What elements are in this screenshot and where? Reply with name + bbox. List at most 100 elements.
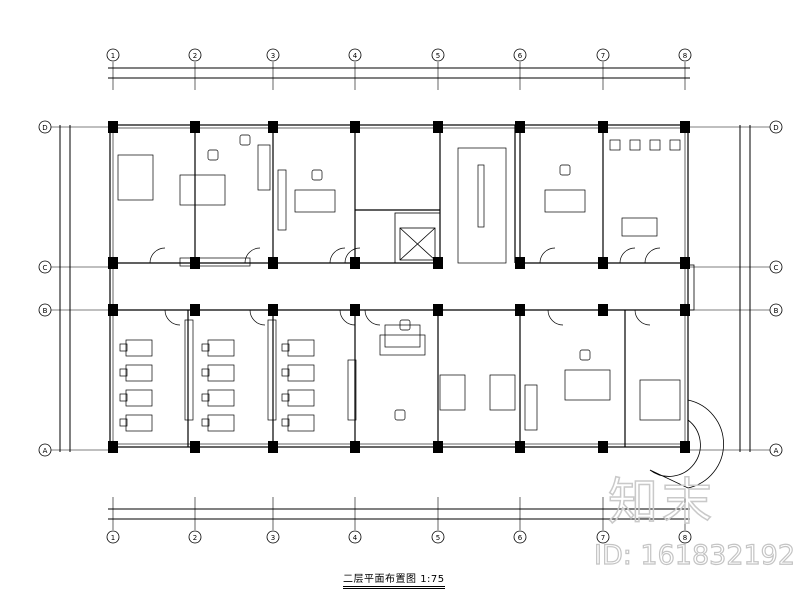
column bbox=[433, 441, 443, 453]
sofa bbox=[257, 144, 271, 191]
drawing-title: 二层平面布置图 1:75 bbox=[343, 570, 445, 589]
column bbox=[350, 304, 360, 316]
grid-label: 1 bbox=[111, 534, 115, 542]
chair bbox=[119, 368, 128, 377]
chair bbox=[201, 368, 210, 377]
grid-label: 4 bbox=[353, 534, 358, 542]
grid-lines bbox=[51, 62, 770, 530]
grid-bubble bbox=[678, 48, 692, 62]
grid-bubble bbox=[769, 120, 783, 134]
workstation bbox=[125, 339, 153, 357]
grid-bubble bbox=[769, 303, 783, 317]
furniture bbox=[117, 134, 681, 432]
grid-label: 8 bbox=[683, 52, 687, 60]
grid-bubble bbox=[106, 48, 120, 62]
grid-bubble bbox=[513, 530, 527, 544]
column bbox=[350, 257, 360, 269]
grid-bubble bbox=[266, 48, 280, 62]
column bbox=[108, 121, 118, 133]
grid-label: A bbox=[774, 447, 779, 455]
workstation bbox=[287, 339, 315, 357]
door-swing bbox=[339, 309, 356, 326]
column bbox=[515, 121, 525, 133]
cabinet bbox=[179, 257, 251, 267]
column bbox=[515, 441, 525, 453]
column bbox=[108, 304, 118, 316]
grid-bubble bbox=[188, 48, 202, 62]
chair bbox=[281, 343, 290, 352]
door-swing bbox=[149, 247, 166, 264]
column bbox=[680, 441, 690, 453]
grid-bubble bbox=[38, 260, 52, 274]
grid-label: 5 bbox=[436, 52, 440, 60]
desk bbox=[294, 189, 336, 213]
grid-label: 8 bbox=[683, 534, 687, 542]
desk bbox=[544, 189, 586, 213]
column bbox=[190, 441, 200, 453]
washbasin-counter bbox=[621, 217, 658, 237]
column bbox=[515, 257, 525, 269]
column bbox=[680, 304, 690, 316]
grid-bubble bbox=[38, 120, 52, 134]
grid-label: 2 bbox=[193, 534, 197, 542]
grid-label: C bbox=[774, 264, 779, 272]
grid-label: 3 bbox=[271, 534, 275, 542]
grid-bubble bbox=[266, 530, 280, 544]
grid-label: D bbox=[42, 124, 47, 132]
column bbox=[190, 257, 200, 269]
door-swing bbox=[619, 247, 636, 264]
chair bbox=[399, 319, 411, 331]
grid-label: 7 bbox=[601, 534, 605, 542]
column bbox=[190, 304, 200, 316]
door-swing bbox=[164, 309, 181, 326]
grid-bubble bbox=[38, 443, 52, 457]
column bbox=[108, 257, 118, 269]
door-swing bbox=[539, 247, 556, 264]
title-text: 二层平面布置图 bbox=[343, 574, 417, 585]
column bbox=[680, 257, 690, 269]
chair bbox=[311, 169, 323, 181]
chair bbox=[281, 418, 290, 427]
grid-label: 3 bbox=[271, 52, 275, 60]
structural-columns bbox=[108, 121, 690, 453]
dimension-lines bbox=[59, 67, 751, 520]
desk bbox=[384, 324, 421, 348]
desk bbox=[564, 369, 611, 401]
door-swing bbox=[329, 247, 346, 264]
desk bbox=[439, 374, 466, 411]
cabinet bbox=[277, 169, 287, 231]
grid-label: C bbox=[43, 264, 48, 272]
bed bbox=[639, 379, 681, 421]
grid-bubble bbox=[431, 530, 445, 544]
desk bbox=[489, 374, 516, 411]
column bbox=[350, 121, 360, 133]
toilet bbox=[669, 139, 681, 151]
column bbox=[268, 121, 278, 133]
grid-bubble bbox=[431, 48, 445, 62]
column bbox=[515, 304, 525, 316]
workstation bbox=[207, 339, 235, 357]
watermark-id: ID: 161832192 bbox=[593, 539, 796, 571]
meeting-table bbox=[379, 334, 426, 356]
grid-bubble bbox=[678, 530, 692, 544]
grid-label: 6 bbox=[518, 52, 523, 60]
grid-label: A bbox=[43, 447, 48, 455]
chair bbox=[579, 349, 591, 361]
chair bbox=[201, 418, 210, 427]
grid-label: D bbox=[773, 124, 778, 132]
grid-label: B bbox=[43, 307, 48, 315]
chair bbox=[394, 409, 406, 421]
staircase bbox=[457, 147, 507, 264]
door-swing bbox=[547, 309, 564, 326]
workstation bbox=[125, 364, 153, 382]
chair bbox=[559, 164, 571, 176]
workstation bbox=[125, 389, 153, 407]
watermark-logo: 知末 bbox=[607, 472, 716, 532]
grid-bubble bbox=[596, 530, 610, 544]
door-swing bbox=[249, 309, 266, 326]
grid-label: 7 bbox=[601, 52, 605, 60]
column bbox=[350, 441, 360, 453]
grid-label: 5 bbox=[436, 534, 440, 542]
